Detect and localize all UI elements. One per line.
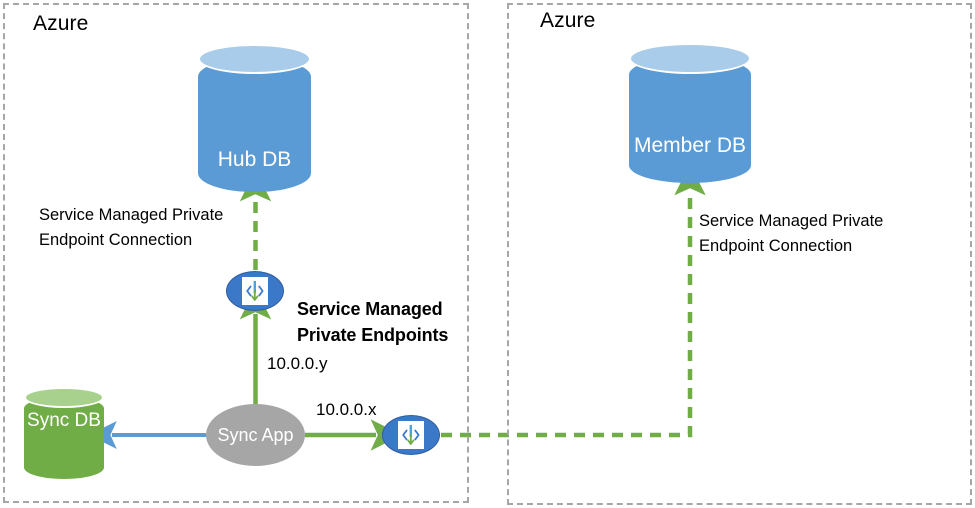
service-managed-private-endpoints-title: Service Managed Private Endpoints (297, 299, 449, 345)
azure-boundary-right (507, 3, 972, 505)
member-db-node[interactable]: Member DB (629, 43, 751, 183)
private-endpoint-member-node[interactable] (382, 415, 440, 455)
connector-endpoint-member-to-member-db (441, 163, 706, 438)
cylinder-body (198, 58, 311, 192)
cylinder-top (629, 43, 751, 74)
azure-boundary-right-label: Azure (540, 9, 596, 32)
service-managed-private-endpoint-connection-label-right: Service Managed Private Endpoint Connect… (699, 212, 884, 255)
private-endpoint-hub-node[interactable] (226, 271, 284, 311)
ip-address-label-y: 10.0.0.y (267, 354, 328, 373)
private-link-icon (242, 277, 268, 305)
cylinder-top (24, 387, 104, 408)
service-managed-private-endpoint-connection-label-left: Service Managed Private Endpoint Connect… (39, 206, 224, 249)
cylinder-body (629, 57, 751, 183)
azure-boundary-left-label: Azure (33, 12, 89, 35)
azure-boundary-left (3, 3, 469, 503)
ip-address-label-x: 10.0.0.x (316, 400, 377, 419)
cylinder-body (24, 397, 104, 479)
hub-db-node[interactable]: Hub DB (198, 44, 311, 192)
sync-app-label: Sync App (217, 425, 294, 445)
cylinder-top (198, 44, 311, 74)
sync-db-node[interactable]: Sync DB (24, 387, 104, 479)
private-link-icon (398, 421, 424, 449)
sync-app-node[interactable]: Sync App (206, 404, 305, 466)
